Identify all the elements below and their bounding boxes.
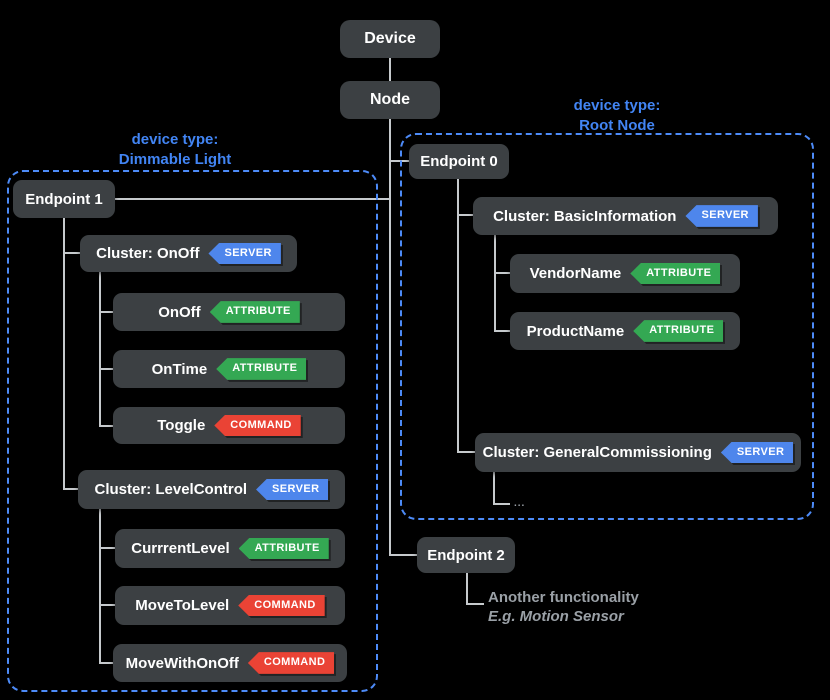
endpoint2-label: Endpoint 2 xyxy=(427,546,505,564)
connector-elbow-ontime xyxy=(99,368,113,370)
attribute-vendorname-box: VendorName ATTRIBUTE xyxy=(510,254,740,293)
connector-generalcommissioning-tail-h xyxy=(493,503,510,505)
attribute-productname-label: ProductName xyxy=(526,322,625,340)
cluster-generalcommissioning-label: Cluster: GeneralCommissioning xyxy=(482,444,712,461)
attribute-currrentlevel-label: CurrrentLevel xyxy=(131,540,230,557)
connector-elbow-onoff xyxy=(99,311,113,313)
attribute-badge: ATTRIBUTE xyxy=(633,320,724,342)
command-badge: COMMAND xyxy=(247,652,335,674)
device-type-caption: device type: xyxy=(131,131,219,148)
connector-elbow-productname xyxy=(494,330,510,332)
connector-onoff-trunk xyxy=(99,272,101,426)
server-badge: SERVER xyxy=(685,205,758,227)
connector-elbow-movewithonoff xyxy=(99,662,113,664)
device-type-caption: device type: xyxy=(573,97,661,114)
command-badge: COMMAND xyxy=(238,594,325,617)
command-toggle-label: Toggle xyxy=(157,417,206,434)
connector-elbow-generalcommissioning xyxy=(457,451,475,453)
attribute-vendorname-label: VendorName xyxy=(529,265,622,282)
connector-endpoint0-trunk xyxy=(457,179,459,452)
command-movetolevel-label: MoveToLevel xyxy=(135,597,230,614)
command-badge: COMMAND xyxy=(214,414,301,437)
cluster-onoff-box: Cluster: OnOff SERVER xyxy=(80,235,297,272)
endpoint2-box: Endpoint 2 xyxy=(417,537,515,573)
connector-to-endpoint2 xyxy=(390,554,418,556)
connector-elbow-movetolevel xyxy=(99,604,115,606)
attribute-badge: ATTRIBUTE xyxy=(216,358,307,380)
attribute-onoff-box: OnOff ATTRIBUTE xyxy=(113,293,345,331)
connector-basicinformation-trunk xyxy=(494,235,496,331)
dimmable-light-group-outline xyxy=(7,170,378,692)
dimmable-light-device-type-label: device type: Dimmable Light xyxy=(75,130,275,169)
connector-elbow-cluster-onoff xyxy=(63,252,80,254)
command-movetolevel-box: MoveToLevel COMMAND xyxy=(115,586,345,625)
endpoint2-note-line1: Another functionality xyxy=(488,589,639,606)
more-items-ellipsis: ... xyxy=(514,498,526,509)
attribute-badge: ATTRIBUTE xyxy=(238,537,329,560)
attribute-onoff-label: OnOff xyxy=(158,303,201,321)
endpoint0-box: Endpoint 0 xyxy=(409,144,509,179)
connector-elbow-currrentlevel xyxy=(99,547,115,549)
attribute-productname-box: ProductName ATTRIBUTE xyxy=(510,312,740,350)
connector-to-endpoint1 xyxy=(113,198,390,200)
endpoint0-label: Endpoint 0 xyxy=(420,153,498,170)
cluster-levelcontrol-box: Cluster: LevelControl SERVER xyxy=(78,470,345,509)
command-movewithonoff-label: MoveWithOnOff xyxy=(125,654,239,672)
device-type-value: Root Node xyxy=(579,116,655,134)
connector-node-trunk xyxy=(389,119,391,556)
attribute-ontime-label: OnTime xyxy=(151,360,208,378)
attribute-ontime-box: OnTime ATTRIBUTE xyxy=(113,350,345,388)
device-node-box: Device xyxy=(340,20,440,58)
connector-elbow-basicinformation xyxy=(457,214,473,216)
server-badge: SERVER xyxy=(720,441,794,464)
attribute-currrentlevel-box: CurrrentLevel ATTRIBUTE xyxy=(115,529,345,568)
command-toggle-box: Toggle COMMAND xyxy=(113,407,345,444)
node-label: Node xyxy=(370,91,410,108)
server-badge: SERVER xyxy=(256,478,329,501)
device-type-value: Dimmable Light xyxy=(118,150,232,168)
connector-endpoint1-trunk xyxy=(63,218,65,490)
node-box: Node xyxy=(340,81,440,119)
connector-endpoint2-tail-h xyxy=(466,603,484,605)
endpoint1-label: Endpoint 1 xyxy=(25,190,103,208)
connector-device-node xyxy=(389,58,391,81)
server-badge: SERVER xyxy=(208,242,281,265)
root-node-device-type-label: device type: Root Node xyxy=(517,96,717,135)
connector-elbow-cluster-levelcontrol xyxy=(63,488,78,490)
connector-elbow-vendorname xyxy=(494,272,510,274)
endpoint1-box: Endpoint 1 xyxy=(13,180,115,218)
cluster-onoff-label: Cluster: OnOff xyxy=(96,245,200,262)
attribute-badge: ATTRIBUTE xyxy=(209,301,300,323)
device-label: Device xyxy=(364,30,416,47)
attribute-badge: ATTRIBUTE xyxy=(630,262,721,285)
cluster-basicinformation-label: Cluster: BasicInformation xyxy=(493,207,677,225)
root-node-group-outline xyxy=(400,133,814,520)
cluster-generalcommissioning-box: Cluster: GeneralCommissioning SERVER xyxy=(475,433,801,472)
cluster-levelcontrol-label: Cluster: LevelControl xyxy=(94,481,248,498)
connector-generalcommissioning-tail-v xyxy=(493,472,495,505)
connector-elbow-toggle xyxy=(99,425,113,427)
command-movewithonoff-box: MoveWithOnOff COMMAND xyxy=(113,644,347,682)
cluster-basicinformation-box: Cluster: BasicInformation SERVER xyxy=(473,197,778,235)
connector-endpoint2-tail-v xyxy=(466,573,468,605)
endpoint2-note-line2: E.g. Motion Sensor xyxy=(488,608,624,625)
connector-levelcontrol-trunk xyxy=(99,509,101,663)
